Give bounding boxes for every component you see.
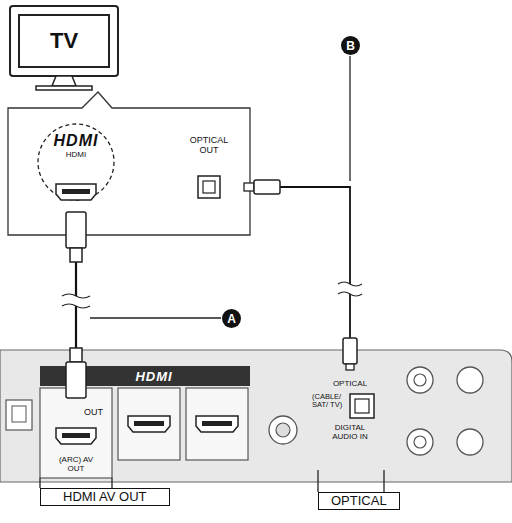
port-pins (134, 421, 164, 426)
leader-line (349, 56, 350, 181)
optical-plug-tip (244, 183, 254, 191)
dashed-circle (38, 124, 114, 200)
tv-base (36, 86, 92, 90)
rca-jack (407, 367, 433, 393)
optical-in-terminal: OPTICAL (CABLE/ SAT/ TV) DIGITAL AUDIO IN (312, 378, 388, 450)
tv-stand (52, 76, 76, 86)
hdmi-plug (66, 212, 86, 248)
terminal-label: HDMI (66, 151, 86, 160)
terminal-name-box: HDMI AV OUT (40, 488, 170, 506)
bracket (111, 478, 112, 488)
bracket (317, 470, 318, 492)
terminal-label: DIGITAL AUDIO IN (328, 424, 372, 442)
optical-plug (343, 338, 357, 364)
tv-hdmi-port (56, 184, 96, 200)
coax-jack-inner (276, 423, 290, 437)
terminal-name-box: OPTICAL (318, 492, 400, 510)
callout-letter: B (341, 36, 360, 55)
port-pins (62, 189, 90, 194)
tv-hdmi-terminal: HDMIHDMI (43, 132, 109, 204)
callout-panel (8, 92, 250, 235)
lan-port (6, 400, 32, 430)
hdmi-in-port (196, 416, 238, 432)
tv-optical-terminal: OPTICAL OUT (185, 132, 233, 206)
terminal-label: (CABLE/ SAT/ TV) (312, 393, 343, 410)
terminal-label: HDMI AV OUT (63, 490, 147, 504)
hdmi-plug-neck (70, 248, 82, 262)
terminal-label: OPTICAL (312, 380, 388, 389)
rca-jack-inner (414, 436, 426, 448)
tv-screen: TV (18, 14, 110, 68)
hdmi-out-port (56, 428, 96, 444)
terminal-label: HDMI (54, 132, 99, 150)
tv-optical-port-inner (203, 181, 215, 193)
bracket (383, 470, 384, 492)
rca-jack-inner (414, 374, 426, 386)
port-frame (40, 388, 112, 478)
rca-jack (407, 429, 433, 455)
callout-letter: A (222, 309, 241, 328)
terminal-label: OUT (84, 408, 103, 418)
coax-jack (269, 416, 297, 444)
port-frame (186, 388, 248, 460)
cable-break-mark (338, 282, 362, 296)
device-rear-panel (0, 350, 512, 482)
port-frame (118, 388, 180, 460)
terminal-label: OPTICAL (331, 494, 387, 508)
rca-jack (457, 429, 483, 455)
rca-jack (457, 367, 483, 393)
hdmi-out-terminal: OUT (ARC) AV OUT (40, 406, 112, 476)
optical-plug (254, 180, 280, 194)
tv-bezel (10, 6, 118, 76)
optical-in-port-inner (355, 399, 369, 413)
hdmi-logo: HDMI (124, 367, 184, 385)
hdmi-plug (66, 362, 86, 398)
hdmi-plug-neck (70, 348, 82, 362)
hdmi-in-port (128, 416, 170, 432)
cable-break-mark (62, 294, 90, 308)
lan-port-inner (12, 406, 26, 422)
tv-optical-port (198, 176, 220, 198)
bracket (39, 478, 40, 488)
port-pins (62, 433, 90, 438)
port-pins (202, 421, 232, 426)
optical-plug-tip (346, 364, 354, 370)
terminal-label: (ARC) AV OUT (56, 456, 96, 474)
optical-in-port (350, 394, 374, 418)
terminal-label: TV (50, 29, 78, 53)
terminal-label: OPTICAL OUT (185, 136, 233, 156)
leader-line (90, 317, 221, 318)
